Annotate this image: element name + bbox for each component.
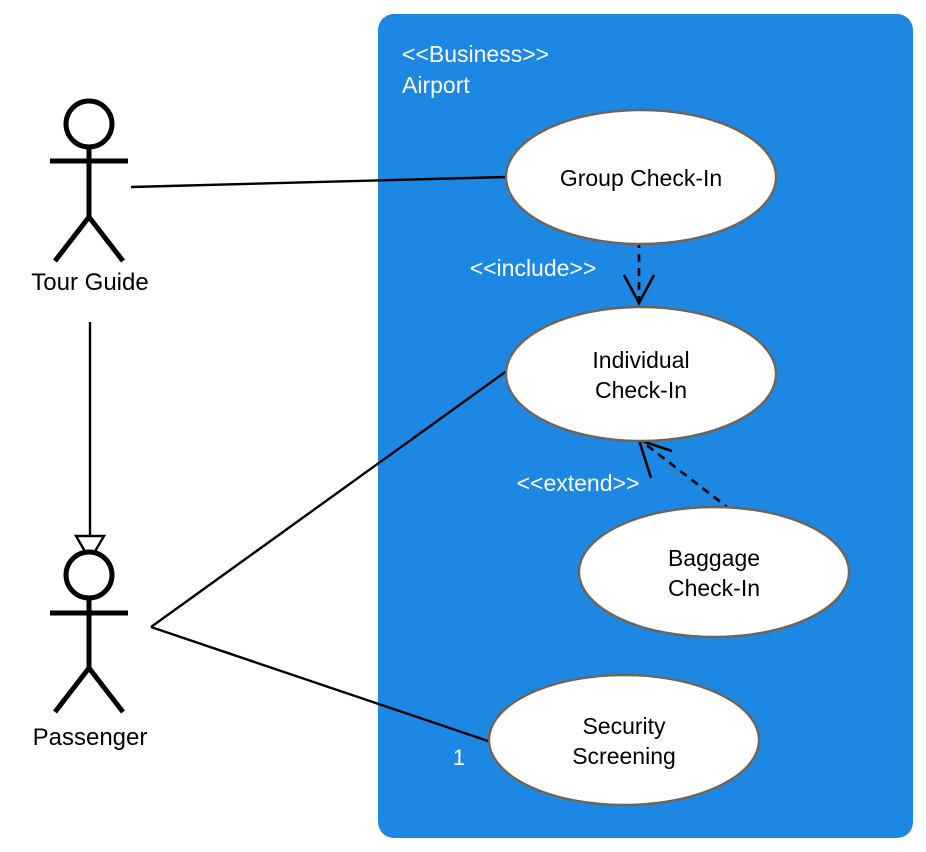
use-case-security-screening[interactable]: Security Screening bbox=[487, 673, 761, 807]
tour-guide-left-leg-icon bbox=[53, 215, 91, 263]
association-passenger-security-screening[interactable] bbox=[150, 625, 492, 744]
baggage-check-in-label-line1: Baggage bbox=[668, 545, 760, 571]
association-tourguide-group-checkin[interactable] bbox=[130, 175, 508, 189]
security-screening-label-line2: Screening bbox=[572, 743, 676, 769]
passenger-head-icon bbox=[63, 549, 115, 601]
group-check-in-ellipse bbox=[504, 108, 778, 246]
actor-tour-guide[interactable]: Tour Guide bbox=[31, 98, 149, 296]
extend-relationship-line[interactable] bbox=[639, 438, 732, 512]
security-screening-label-line1: Security bbox=[582, 713, 666, 739]
association-passenger-individual-checkin[interactable] bbox=[150, 369, 509, 628]
tour-guide-right-leg-icon bbox=[87, 215, 125, 263]
actor-passenger-label: Passenger bbox=[33, 724, 148, 751]
use-case-baggage-check-in[interactable]: Baggage Check-In bbox=[577, 505, 851, 639]
security-screening-ellipse bbox=[487, 673, 761, 807]
actor-passenger[interactable]: Passenger bbox=[33, 549, 148, 751]
extend-relationship-label: <<extend>> bbox=[517, 470, 640, 496]
system-boundary-name: Airport bbox=[402, 72, 470, 98]
individual-check-in-label-line1: Individual bbox=[592, 347, 689, 373]
use-case-group-check-in[interactable]: Group Check-In bbox=[504, 108, 778, 246]
group-check-in-label-line1: Group Check-In bbox=[560, 165, 722, 191]
individual-check-in-label-line2: Check-In bbox=[595, 377, 687, 403]
actor-tour-guide-label: Tour Guide bbox=[31, 269, 148, 296]
baggage-check-in-label-line2: Check-In bbox=[668, 575, 760, 601]
generalization-arrowhead-icon bbox=[73, 534, 107, 563]
include-arrowhead-icon bbox=[622, 274, 656, 306]
individual-check-in-ellipse bbox=[504, 305, 778, 443]
security-screening-multiplicity: 1 bbox=[453, 745, 465, 770]
tour-guide-head-icon bbox=[63, 98, 115, 150]
system-boundary-stereotype: <<Business>> bbox=[402, 41, 549, 67]
baggage-check-in-ellipse bbox=[577, 505, 851, 639]
passenger-right-leg-icon bbox=[87, 666, 125, 714]
use-case-individual-check-in[interactable]: Individual Check-In bbox=[504, 305, 778, 443]
include-relationship-label: <<include>> bbox=[470, 255, 597, 281]
passenger-left-leg-icon bbox=[53, 666, 91, 714]
